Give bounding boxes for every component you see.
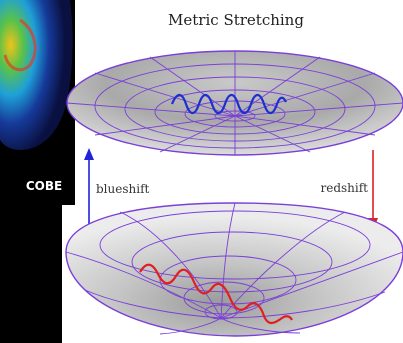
blue-wave bbox=[170, 93, 287, 115]
cmb-map-fragment bbox=[0, 0, 73, 150]
cobe-label: COBE bbox=[26, 179, 62, 193]
arrow-up-icon bbox=[84, 148, 94, 160]
diagram-title: Metric Stretching bbox=[168, 11, 304, 29]
cmb-hot-spot bbox=[3, 18, 37, 72]
curved-surface-fill bbox=[65, 202, 403, 337]
blueshift-label: blueshift bbox=[96, 182, 150, 196]
curved-surface bbox=[65, 202, 403, 337]
blueshift-arrow bbox=[84, 148, 94, 232]
flat-surface-grid bbox=[66, 51, 403, 155]
cobe-inset: COBE bbox=[0, 0, 75, 205]
redshift-label: redshift bbox=[320, 181, 368, 195]
red-wave bbox=[139, 263, 293, 325]
curved-surface-grid bbox=[65, 202, 403, 335]
left-black-strip bbox=[0, 205, 62, 343]
flat-surface bbox=[66, 50, 403, 156]
